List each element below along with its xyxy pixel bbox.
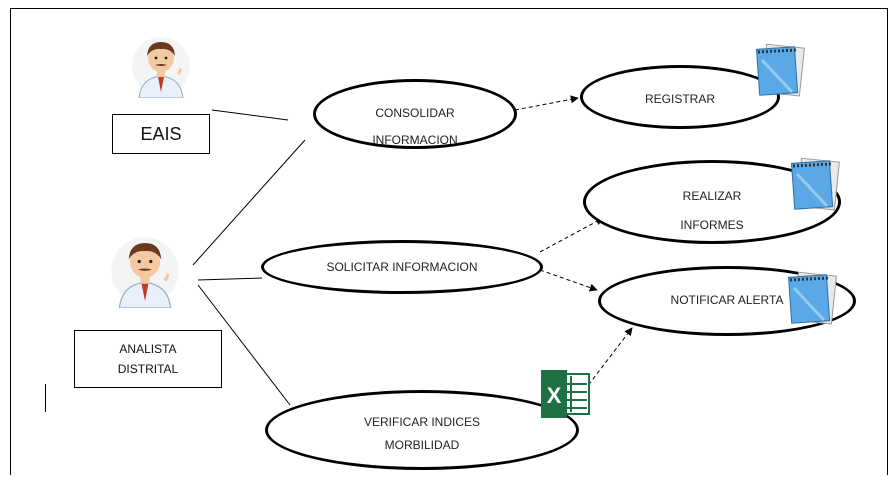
excel-icon: X [541,370,590,418]
actor-label-eais: EAIS [112,114,210,154]
association-eais-consolidar [211,109,289,121]
usecase-consolidar-line2: INFORMACION [372,133,458,147]
actor-label-analista: ANALISTA DISTRITAL [74,330,222,388]
doctor-icon [132,37,190,98]
usecase-realizar-line1: REALIZAR [682,189,742,203]
include-consolidar-registrar [514,95,579,111]
notepad-icon [755,43,805,97]
usecase-consolidar-line1: CONSOLIDAR [375,106,455,120]
usecase-verificar-line2: MORBILIDAD [384,438,460,452]
usecase-solicitar[interactable]: SOLICITAR INFORMACION [261,240,543,294]
usecase-realizar-line2: INFORMES [680,218,744,232]
usecase-notificar-line1: NOTIFICAR ALERTA [670,293,784,307]
include-solicitar-notificar [539,269,598,292]
diagram-frame [10,8,888,475]
include-solicitar-realizar [539,217,604,253]
notepad-icon [787,271,837,325]
usecase-consolidar[interactable]: CONSOLIDAR INFORMACION [313,79,517,149]
association-analista-verificar [197,284,291,406]
doctor-icon [111,237,179,308]
usecase-registrar-line1: REGISTRAR [644,92,715,106]
excel-letter: X [547,383,562,408]
actor-label-analista-line1: ANALISTA [119,342,177,356]
notepad-icon [790,157,840,211]
text-cursor [45,384,46,412]
association-analista-consolidar [192,139,306,266]
usecase-verificar[interactable]: VERIFICAR INDICES MORBILIDAD [265,390,579,470]
usecase-registrar[interactable]: REGISTRAR [580,65,780,129]
usecase-solicitar-line1: SOLICITAR INFORMACION [326,260,478,274]
actor-label-analista-line2: DISTRITAL [117,362,179,376]
association-analista-solicitar [197,277,263,281]
usecase-verificar-line1: VERIFICAR INDICES [363,415,480,429]
